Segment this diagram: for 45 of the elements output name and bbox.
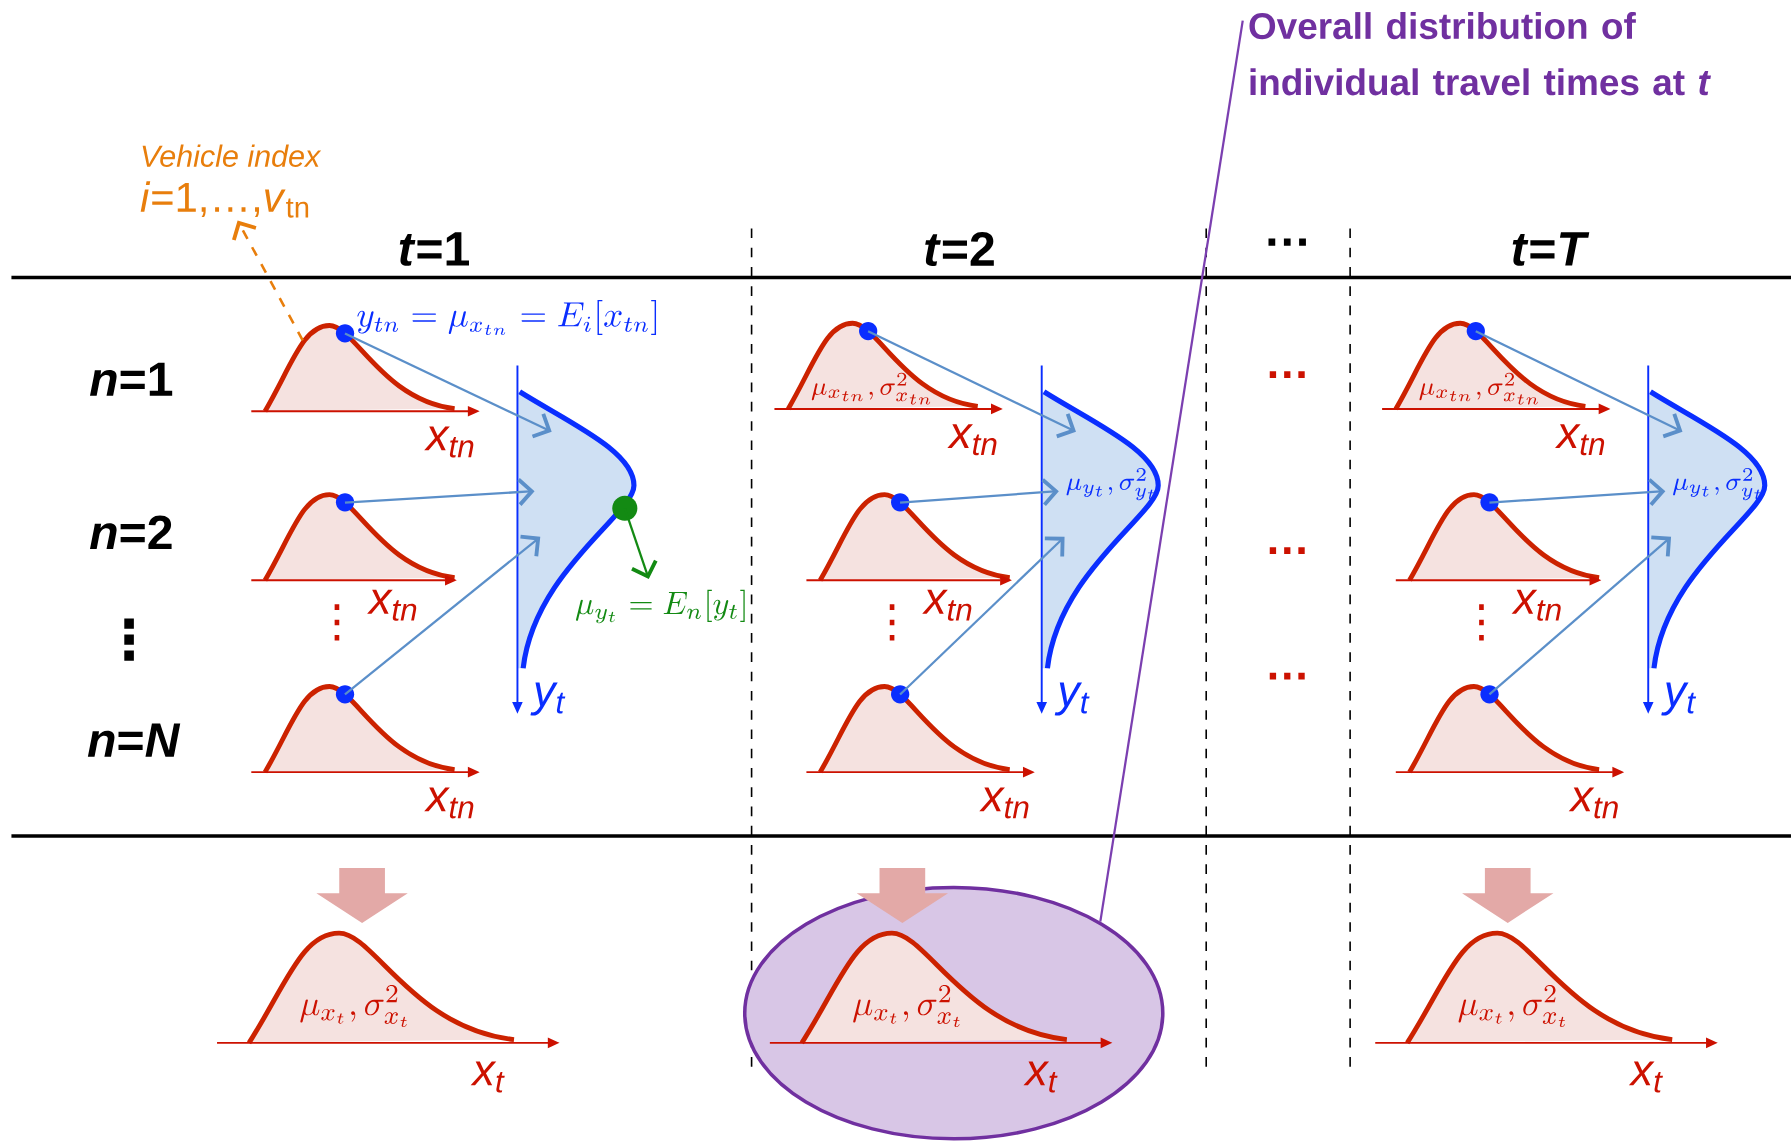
annotation-text: Vehicle index i=1,…,v$_{tn}$ xyxy=(140,144,322,218)
column-header: t=T xyxy=(1512,232,1590,266)
axis-label: x$_{tn}$ xyxy=(1555,424,1605,456)
arrow xyxy=(1475,330,1683,439)
arrow xyxy=(867,330,1076,439)
arrow xyxy=(344,478,535,506)
axis-label: x$_{t}$ xyxy=(1023,1061,1058,1093)
formula-label: $\mu_{y_t} = E_n[y_t]$ xyxy=(575,589,745,624)
formula-label: $y_{tn} = \mu_{x_{tn}} = E_i[x_{tn}]$ xyxy=(357,299,657,335)
axis-label: x$_{tn}$ xyxy=(424,426,474,458)
arrow xyxy=(612,495,658,579)
ellipsis: … xyxy=(1269,672,1305,680)
ellipsis: ⋮ xyxy=(124,618,134,661)
axis-label: y$_{t}$ xyxy=(1054,682,1090,716)
column-header: t=2 xyxy=(925,231,994,266)
ellipsis: ⋮ xyxy=(889,604,895,641)
arrow xyxy=(344,332,552,439)
arrow xyxy=(899,536,1065,696)
ellipsis: … xyxy=(1268,238,1306,246)
axis-label: x$_{tn}$ xyxy=(922,589,972,621)
axis-label: x$_{t}$ xyxy=(1628,1061,1663,1093)
ellipsis: ⋮ xyxy=(334,604,340,641)
axis-label: x$_{tn}$ xyxy=(947,424,997,456)
arrow xyxy=(1489,478,1666,506)
axis-label: x$_{tn}$ xyxy=(1511,589,1561,621)
axis-label: x$_{t}$ xyxy=(470,1061,505,1093)
column-header: t=1 xyxy=(399,232,469,266)
axis-label: x$_{tn}$ xyxy=(979,787,1029,819)
leader-line xyxy=(232,220,304,341)
axis-label: x$_{tn}$ xyxy=(367,589,417,621)
ellipsis: … xyxy=(1269,371,1305,378)
axis-label: x$_{tn}$ xyxy=(424,787,474,819)
axis-label: x$_{tn}$ xyxy=(1568,787,1618,819)
arrow xyxy=(900,478,1059,506)
row-label: n=2 xyxy=(90,515,172,549)
arrow xyxy=(344,534,541,696)
axis-label: y$_{t}$ xyxy=(1661,682,1697,716)
callout-text: Overall distribution of individual travel times at t xyxy=(1249,12,1711,96)
axis-label: y$_{t}$ xyxy=(530,682,566,716)
row-label: n=N xyxy=(87,723,181,757)
leader-line xyxy=(1099,20,1244,922)
ellipsis: … xyxy=(1269,547,1305,554)
ellipsis: ⋮ xyxy=(1479,604,1484,641)
row-label: n=1 xyxy=(90,362,173,396)
arrow xyxy=(1488,535,1672,696)
